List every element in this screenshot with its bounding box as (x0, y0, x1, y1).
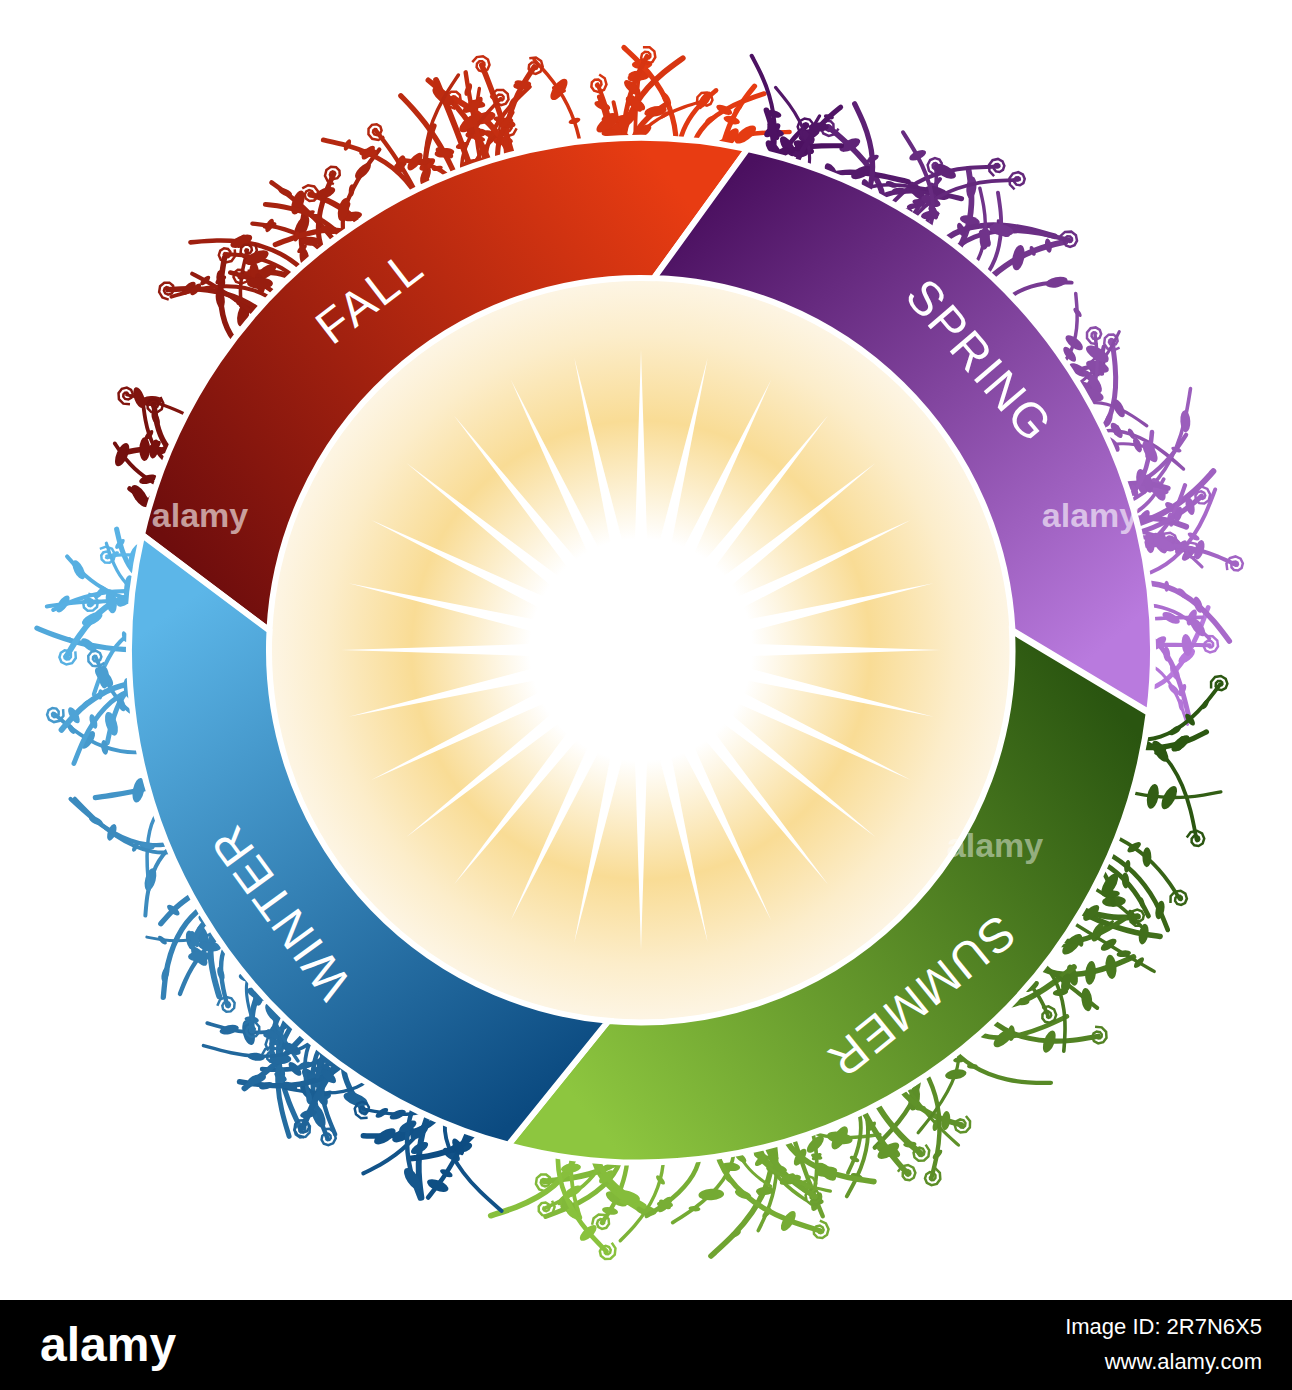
season-band: SPRING (648, 143, 1159, 718)
footer-url: www.alamy.com (1105, 1351, 1262, 1373)
watermark: alamy (1042, 498, 1138, 532)
band-shape (502, 625, 1155, 1168)
foliage (37, 47, 1243, 1259)
sun-illustration (271, 280, 1011, 1020)
season-band: WINTER (123, 529, 615, 1151)
footer-bar (0, 1300, 1292, 1390)
season-band: FALL (136, 132, 753, 636)
band-shape (136, 132, 753, 636)
footer-logo: alamy (40, 1321, 176, 1369)
band-shape (123, 529, 615, 1151)
band-shape (648, 143, 1159, 718)
season-band: SUMMER (502, 625, 1155, 1168)
watermark: alamy (947, 828, 1043, 862)
watermark: alamy (152, 498, 248, 532)
image-id: Image ID: 2R7N6X5 (1065, 1316, 1262, 1338)
